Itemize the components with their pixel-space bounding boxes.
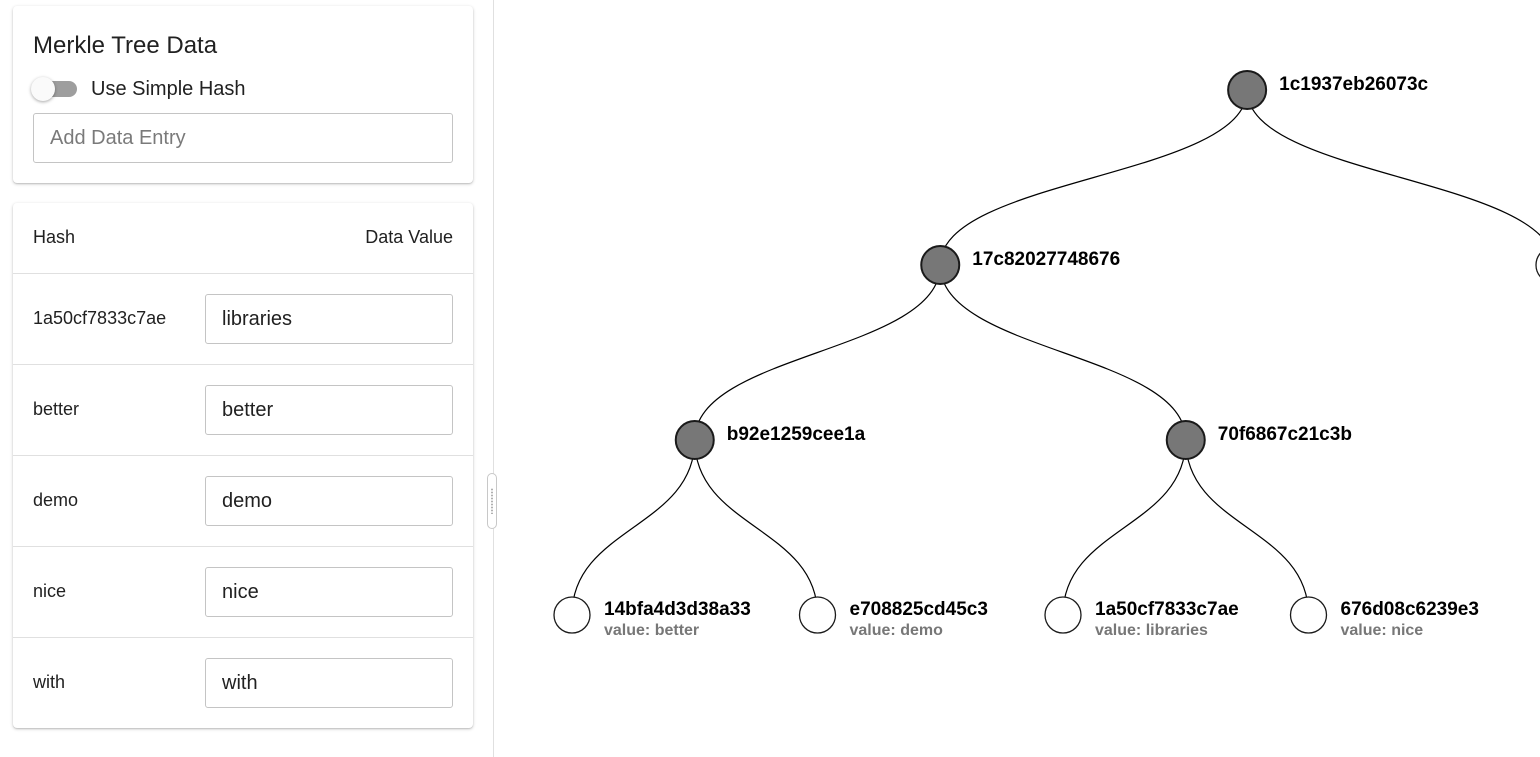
tree-link xyxy=(1185,439,1310,616)
leaf-node-circle[interactable] xyxy=(553,596,591,634)
node-hash-label: 14bfa4d3d38a33 xyxy=(604,599,751,620)
leaf-node-circle[interactable] xyxy=(1289,596,1328,634)
tree-nodes: 14bfa4d3d38a33 value: better e708825cd45c3… xyxy=(553,70,1540,639)
leaf-node-circle[interactable] xyxy=(1044,596,1082,634)
node-hash-label: 1c1937eb26073c xyxy=(1279,74,1428,95)
data-table: Hash Data Value 1a50cf7833c7ae better de… xyxy=(13,203,473,728)
node-value-label: value: better xyxy=(604,622,699,639)
table-row: 1a50cf7833c7ae xyxy=(13,274,473,365)
leaf-node[interactable]: 676d08c6239e3 value: nice xyxy=(1289,596,1479,639)
table-row: nice xyxy=(13,547,473,638)
node-hash-label: 676d08c6239e3 xyxy=(1341,599,1479,620)
internal-node[interactable]: b92e1259cee1a xyxy=(674,420,866,460)
tree-link xyxy=(571,439,696,616)
table-row: with xyxy=(13,638,473,728)
node-hash-label: 70f6867c21c3b xyxy=(1218,424,1352,445)
simple-hash-toggle[interactable] xyxy=(31,76,77,102)
internal-node[interactable]: 17c82027748676 xyxy=(920,245,1120,285)
simple-hash-toggle-row[interactable]: Use Simple Hash xyxy=(31,76,246,102)
table-row: demo xyxy=(13,456,473,547)
internal-node-circle[interactable] xyxy=(1227,70,1268,110)
resize-handle[interactable] xyxy=(487,473,497,529)
row-data-value-input[interactable] xyxy=(205,567,453,617)
leaf-node[interactable]: 13611eb565f948value: with xyxy=(1535,247,1540,289)
left-panel: Merkle Tree Data Use Simple Hash Hash Da… xyxy=(0,0,487,757)
tree-link xyxy=(694,439,819,616)
row-data-value-input[interactable] xyxy=(205,476,453,526)
add-data-entry-input[interactable] xyxy=(33,113,453,163)
row-data-value-input[interactable] xyxy=(205,658,453,708)
row-hash: demo xyxy=(33,490,79,510)
leaf-node[interactable]: e708825cd45c3 value: demo xyxy=(798,596,988,639)
leaf-node-circle[interactable] xyxy=(1535,247,1540,283)
table-row: better xyxy=(13,365,473,456)
simple-hash-toggle-label: Use Simple Hash xyxy=(91,77,246,100)
row-data-value-input[interactable] xyxy=(205,385,453,435)
row-hash: 1a50cf7833c7ae xyxy=(33,308,167,328)
tree-link xyxy=(939,89,1248,266)
toggle-thumb[interactable] xyxy=(31,77,55,101)
node-value-label: value: demo xyxy=(850,622,944,639)
internal-node-circle[interactable] xyxy=(674,420,715,460)
tree-links xyxy=(571,89,1540,616)
panel-divider xyxy=(493,0,494,757)
tree-link xyxy=(939,264,1187,441)
column-header-hash: Hash xyxy=(33,227,76,247)
tree-link xyxy=(1062,439,1187,616)
leaf-node-circle[interactable] xyxy=(798,596,837,634)
node-hash-label: e708825cd45c3 xyxy=(850,599,988,620)
leaf-node[interactable]: 14bfa4d3d38a33 value: better xyxy=(553,596,751,639)
internal-node[interactable]: 1c1937eb26073c xyxy=(1227,70,1429,110)
node-hash-label: b92e1259cee1a xyxy=(727,424,866,445)
internal-node-circle[interactable] xyxy=(920,245,961,285)
table-header: Hash Data Value xyxy=(13,203,473,274)
node-value-label: value: nice xyxy=(1341,622,1424,639)
row-hash: nice xyxy=(33,581,67,601)
internal-node-circle[interactable] xyxy=(1165,420,1206,460)
row-hash: better xyxy=(33,399,80,419)
grip-dots-icon xyxy=(491,488,493,514)
node-value-label: value: libraries xyxy=(1095,622,1208,639)
row-data-value-input[interactable] xyxy=(205,294,453,344)
leaf-node[interactable]: 1a50cf7833c7ae value: libraries xyxy=(1044,596,1239,639)
tree-link xyxy=(1246,89,1540,237)
row-hash: with xyxy=(33,672,66,692)
internal-node[interactable]: 70f6867c21c3b xyxy=(1165,420,1352,460)
panel-title: Merkle Tree Data xyxy=(33,32,218,59)
node-hash-label: 1a50cf7833c7ae xyxy=(1095,599,1239,620)
column-header-data-value: Data Value xyxy=(365,227,453,247)
tree-link xyxy=(694,264,941,441)
node-hash-label: 17c82027748676 xyxy=(972,249,1120,270)
config-card: Merkle Tree Data Use Simple Hash xyxy=(13,6,473,183)
